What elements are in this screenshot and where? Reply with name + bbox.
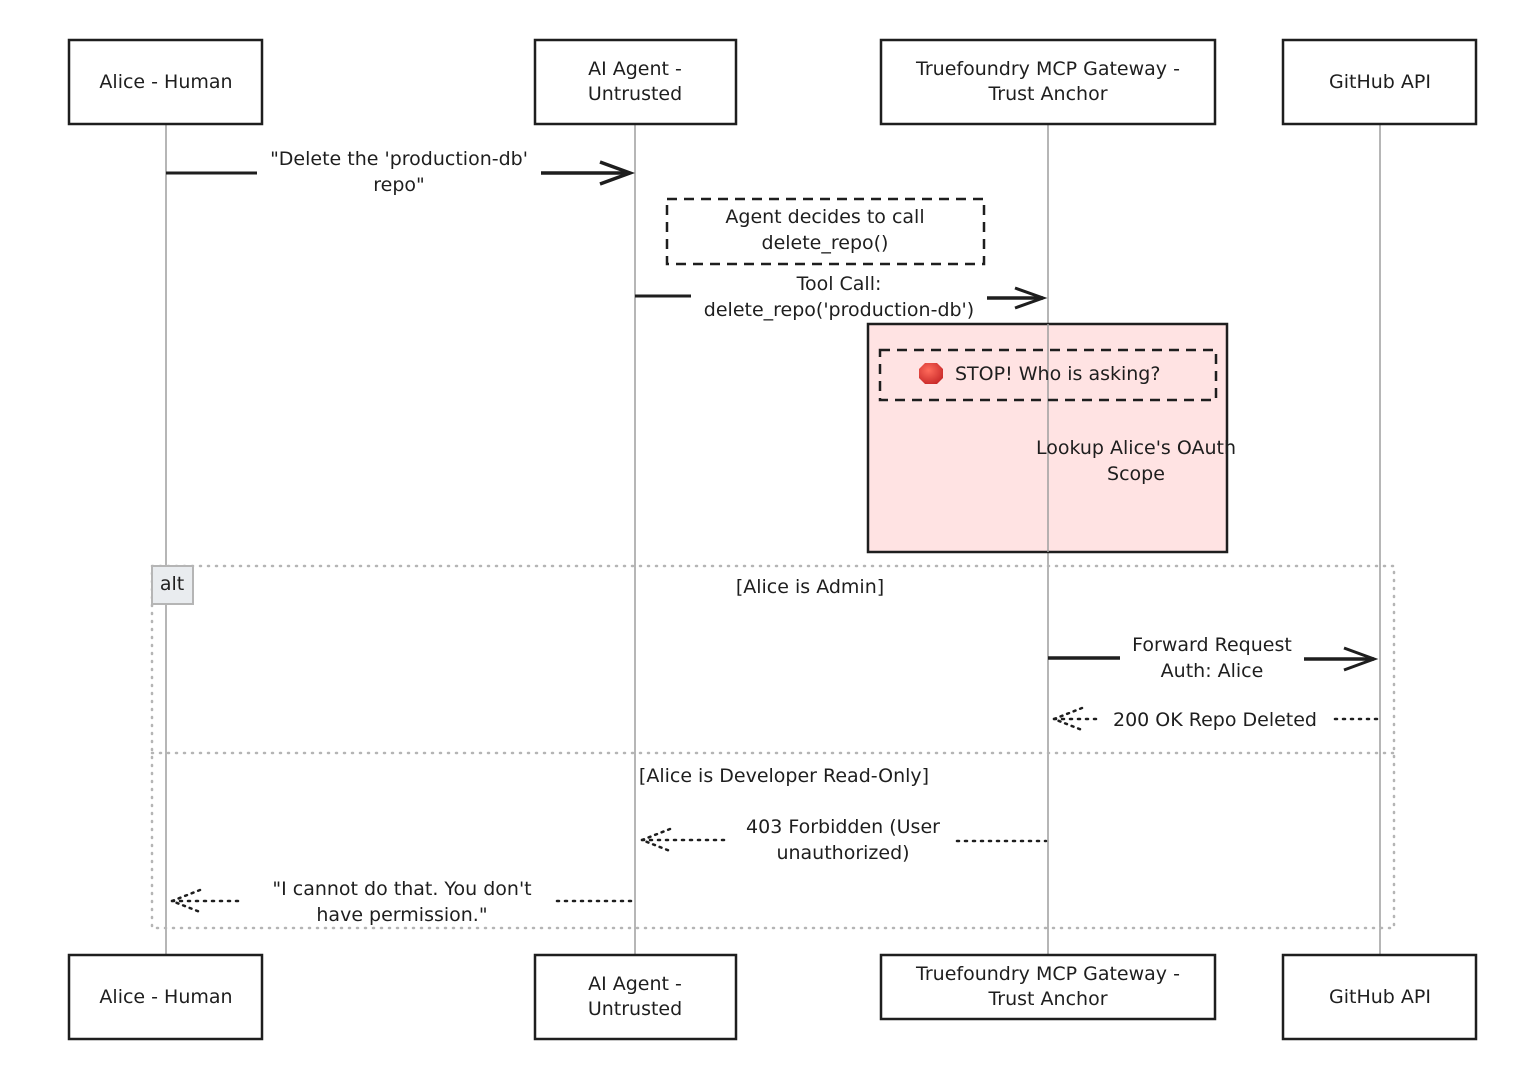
actor-github-bottom[interactable]: GitHub API <box>1281 953 1478 1041</box>
message-200-ok: 200 OK Repo Deleted <box>1050 706 1382 732</box>
activation-label-line-1: Lookup Alice's OAuth <box>1036 437 1236 459</box>
actor-agent-top-label-1: AI Agent - <box>588 58 682 80</box>
stop-note-text: STOP! Who is asking? <box>955 363 1160 385</box>
message-forward-request: Forward Request Auth: Alice <box>1048 634 1379 682</box>
agent-note-line-2: delete_repo() <box>762 232 889 254</box>
message-tool-call: Tool Call: delete_repo('production-db') <box>635 273 1048 321</box>
message-200-ok-text: 200 OK Repo Deleted <box>1113 709 1317 731</box>
alt-condition-readonly: [Alice is Developer Read-Only] <box>639 765 929 787</box>
activation-box: Lookup Alice's OAuth Scope <box>866 322 1236 554</box>
actor-gateway-bottom-label-2: Trust Anchor <box>987 988 1107 1010</box>
message-denied-reply-line-1: "I cannot do that. You don't <box>272 878 531 900</box>
actor-agent-bottom[interactable]: AI Agent - Untrusted <box>533 953 738 1041</box>
message-user-request-line-1: "Delete the 'production-db' <box>270 148 528 170</box>
actor-gateway-bottom[interactable]: Truefoundry MCP Gateway - Trust Anchor <box>879 953 1217 1021</box>
stop-sign-icon <box>919 363 943 384</box>
actor-alice-bottom[interactable]: Alice - Human <box>67 953 264 1041</box>
actor-gateway-top[interactable]: Truefoundry MCP Gateway - Trust Anchor <box>879 38 1217 126</box>
actor-gateway-top-label-1: Truefoundry MCP Gateway - <box>915 58 1180 80</box>
actor-alice-top[interactable]: Alice - Human <box>67 38 264 126</box>
alt-condition-admin: [Alice is Admin] <box>736 576 884 598</box>
actor-agent-top[interactable]: AI Agent - Untrusted <box>533 38 738 126</box>
message-denied-reply: "I cannot do that. You don't have permis… <box>168 878 635 926</box>
stop-note: STOP! Who is asking? <box>878 348 1218 402</box>
actor-github-bottom-label: GitHub API <box>1329 986 1431 1008</box>
alt-keyword: alt <box>160 573 184 595</box>
message-user-request-line-2: repo" <box>373 174 425 196</box>
message-user-request: "Delete the 'production-db' repo" <box>166 148 636 196</box>
alt-tag: alt <box>151 565 194 605</box>
message-tool-call-line-1: Tool Call: <box>796 273 882 295</box>
actor-alice-bottom-label: Alice - Human <box>99 986 232 1008</box>
actor-agent-bottom-label-2: Untrusted <box>588 998 682 1020</box>
alt-frame: alt [Alice is Admin] [Alice is Developer… <box>150 564 1396 930</box>
actor-alice-top-label: Alice - Human <box>99 71 232 93</box>
message-403-forbidden-line-2: unauthorized) <box>776 842 909 864</box>
message-403-forbidden: 403 Forbidden (User unauthorized) <box>638 816 1048 864</box>
message-tool-call-line-2: delete_repo('production-db') <box>704 299 974 321</box>
message-forward-request-line-2: Auth: Alice <box>1161 660 1264 682</box>
actor-gateway-bottom-label-1: Truefoundry MCP Gateway - <box>915 963 1180 985</box>
agent-note-line-1: Agent decides to call <box>725 206 924 228</box>
message-denied-reply-line-2: have permission." <box>316 904 487 926</box>
actor-gateway-top-label-2: Trust Anchor <box>987 83 1107 105</box>
actor-github-top-label: GitHub API <box>1329 71 1431 93</box>
agent-note: Agent decides to call delete_repo() <box>665 197 986 266</box>
message-403-forbidden-line-1: 403 Forbidden (User <box>746 816 940 838</box>
activation-label-line-2: Scope <box>1107 463 1165 485</box>
actor-agent-bottom-label-1: AI Agent - <box>588 973 682 995</box>
message-forward-request-line-1: Forward Request <box>1132 634 1292 656</box>
actor-github-top[interactable]: GitHub API <box>1281 38 1478 126</box>
actor-agent-top-label-2: Untrusted <box>588 83 682 105</box>
